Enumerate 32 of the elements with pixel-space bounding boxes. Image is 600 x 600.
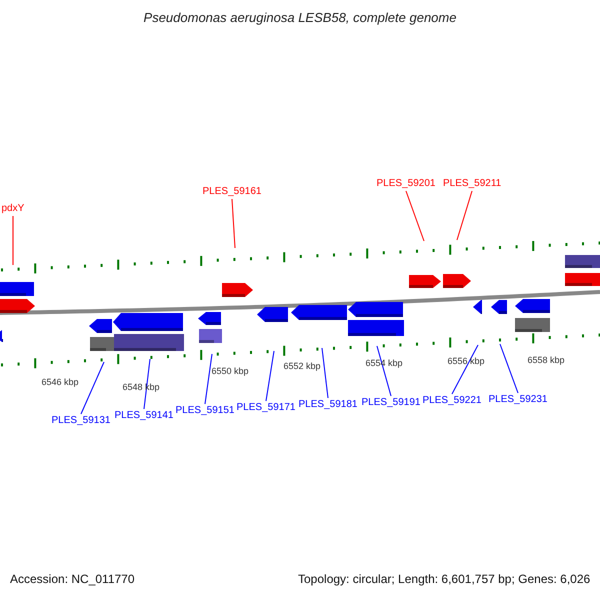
- title: Pseudomonas aeruginosa LESB58, complete genome: [142, 10, 458, 25]
- leader-line: [144, 358, 150, 410]
- accession-text: Accession: NC_011770: [10, 574, 135, 584]
- leader-line: [452, 344, 478, 394]
- gene-label: PLES_59161: [202, 186, 262, 198]
- leader-line: [232, 198, 236, 248]
- leader-line: [406, 190, 424, 242]
- genome-summary-text: Topology: circular; Length: 6,601,757 bp; Genes: 6,026: [298, 574, 590, 584]
- gene-label: PLES_59221: [422, 395, 482, 407]
- gene-label: PLES_59131: [52, 415, 110, 427]
- leader-line: [456, 190, 472, 240]
- leader-line: [322, 348, 328, 398]
- gene-label: PLES_59171: [236, 402, 296, 414]
- scale-tick-label: 6556 kbp: [448, 356, 485, 366]
- gene-label: pdxY: [2, 203, 24, 215]
- leader-line: [266, 350, 274, 402]
- scale-tick-label: 6552 kbp: [284, 361, 321, 371]
- leader-line: [12, 216, 14, 266]
- gene-label: PLES_59181: [298, 399, 358, 411]
- gene-label: PLES_59141: [114, 410, 174, 422]
- leader-line: [376, 346, 392, 396]
- gene-label: PLES_59191: [362, 397, 420, 409]
- gene-label: PLES_59151: [176, 405, 234, 417]
- scale-tick-label: 6550 kbp: [212, 366, 249, 376]
- scale-tick-label: 6546 kbp: [42, 377, 79, 387]
- gene-label: PLES_59201: [376, 178, 436, 190]
- leader-line: [500, 344, 518, 394]
- gene-label: PLES_59211: [443, 178, 502, 190]
- scale-tick-label: 6558 kbp: [528, 355, 565, 365]
- leader-line: [204, 354, 212, 404]
- gene-label: PLES_59231: [488, 394, 548, 406]
- leader-line: [80, 362, 104, 414]
